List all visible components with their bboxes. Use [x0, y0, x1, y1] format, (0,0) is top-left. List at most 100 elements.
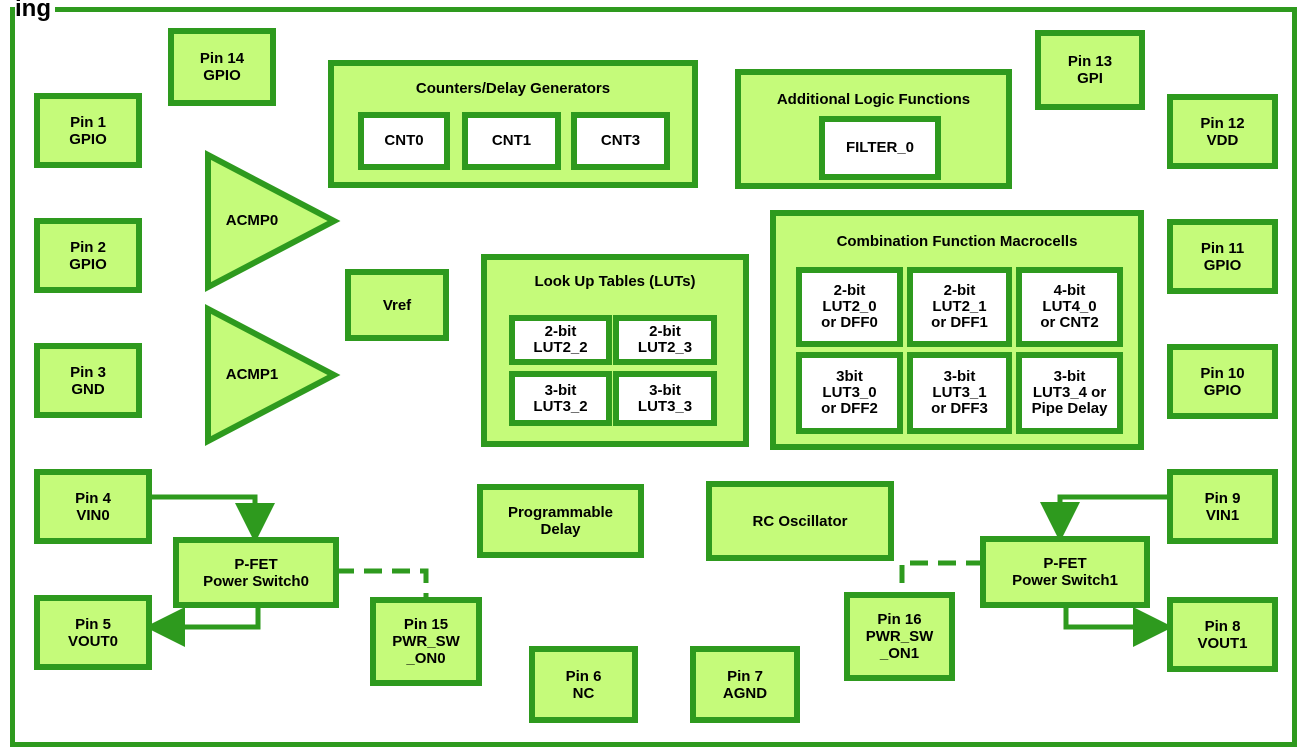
lut2-2-line1: 2-bit	[544, 323, 577, 340]
cfm-lut2-1-line2: LUT2_1	[932, 298, 987, 315]
pin-7: Pin 7 AGND	[690, 646, 800, 723]
lut3-2-line1: 3-bit	[544, 381, 577, 399]
pin-1-number: Pin 1	[70, 113, 106, 131]
pin-1-function: GPIO	[69, 130, 107, 148]
pin-12: Pin 12 VDD	[1167, 94, 1278, 169]
wire-pfet0-to-pin5	[145, 604, 261, 647]
cfm-lut3-1: 3-bit LUT3_1 or DFF3	[907, 352, 1012, 434]
pfet0-line1: P-FET	[234, 555, 278, 573]
pin-5: Pin 5 VOUT0	[34, 595, 152, 670]
pin-3-function: GND	[71, 380, 105, 398]
pin-16-function-2: _ON1	[879, 645, 920, 662]
acmp1-triangle	[205, 304, 341, 446]
cfm-lut3-4-line2: LUT3_4 or	[1032, 384, 1107, 401]
pfet1-line1: P-FET	[1043, 555, 1087, 572]
pin-13-number: Pin 13	[1067, 53, 1113, 70]
lut3-3: 3-bit LUT3_3	[613, 371, 717, 426]
pin-11-function: GPIO	[1203, 256, 1242, 274]
pfet0-line2: Power Switch0	[203, 572, 309, 590]
pin-7-number: Pin 7	[727, 667, 763, 685]
look-up-tables: Look Up Tables (LUTs) 2-bit LUT2_2 2-bit…	[481, 254, 749, 447]
cfm-lut4-0-line3: or CNT2	[1040, 314, 1099, 331]
pin-9: Pin 9 VIN1	[1167, 469, 1278, 544]
rc-oscillator: RC Oscillator	[706, 481, 894, 561]
wire-pfet1-to-pin8	[1063, 604, 1173, 647]
pin-6-number: Pin 6	[565, 667, 602, 685]
pin-4-function: VIN0	[76, 506, 110, 524]
prog-delay-line1: Programmable	[507, 504, 614, 521]
pin-13-function: GPI	[1077, 70, 1103, 87]
pin-13: Pin 13 GPI	[1035, 30, 1145, 110]
counters-delay-generators: Counters/Delay Generators CNT0 CNT1 CNT3	[328, 60, 698, 188]
cfm-lut2-0-line3: or DFF0	[821, 314, 878, 331]
cfm-lut3-0-line1: 3bit	[836, 368, 863, 385]
pin-4-number: Pin 4	[75, 489, 111, 507]
pin-1: Pin 1 GPIO	[34, 93, 142, 168]
pin-2-number: Pin 2	[70, 238, 106, 256]
pin-12-function: VDD	[1206, 131, 1239, 149]
pin-15: Pin 15 PWR_SW _ON0	[370, 597, 482, 686]
pin-5-function: VOUT0	[67, 632, 118, 650]
cfm-lut2-0-line1: 2-bit	[833, 282, 866, 299]
vref: Vref	[345, 269, 449, 341]
cfm-lut3-1-line2: LUT3_1	[932, 384, 987, 401]
cfm-lut3-1-line1: 3-bit	[943, 368, 976, 385]
cfm-lut4-0-line1: 4-bit	[1053, 282, 1086, 299]
pin-7-function: AGND	[722, 684, 768, 702]
diagram-title: ing	[15, 0, 55, 21]
pin-9-function: VIN1	[1205, 506, 1240, 524]
cnt0: CNT0	[358, 112, 450, 170]
cfm-lut2-0: 2-bit LUT2_0 or DFF0	[796, 267, 903, 347]
cfm-lut2-1-line3: or DFF1	[931, 314, 988, 331]
pin-3-number: Pin 3	[70, 363, 106, 381]
lut3-3-line1: 3-bit	[649, 381, 681, 399]
pin-3: Pin 3 GND	[34, 343, 142, 418]
lut3-3-line2: LUT3_3	[637, 397, 693, 415]
lut3-2-line2: LUT3_2	[533, 397, 588, 415]
acmp0-label: ACMP0	[225, 212, 279, 229]
pin-15-function: PWR_SW	[392, 633, 460, 650]
pin-11: Pin 11 GPIO	[1167, 219, 1278, 294]
additional-logic-functions: Additional Logic Functions FILTER_0	[735, 69, 1012, 189]
pin-8-number: Pin 8	[1204, 617, 1241, 635]
wire-pin9-to-pfet1	[1040, 494, 1175, 542]
combination-function-macrocells: Combination Function Macrocells 2-bit LU…	[770, 210, 1144, 450]
filter-0: FILTER_0	[819, 116, 941, 180]
logic-title: Additional Logic Functions	[776, 91, 971, 108]
pin-6: Pin 6 NC	[529, 646, 638, 723]
lut2-3-line1: 2-bit	[649, 323, 681, 340]
pin-16-function: PWR_SW	[865, 628, 934, 645]
pin-15-function-2: _ON0	[406, 650, 446, 667]
lut3-2: 3-bit LUT3_2	[509, 371, 612, 426]
cnt1: CNT1	[462, 112, 561, 170]
cfm-lut2-0-line2: LUT2_0	[822, 298, 877, 315]
pin-10-function: GPIO	[1203, 381, 1242, 399]
pin-5-number: Pin 5	[75, 615, 111, 633]
pin-11-number: Pin 11	[1200, 239, 1245, 257]
pin-14: Pin 14 GPIO	[168, 28, 276, 106]
pin-8-function: VOUT1	[1197, 634, 1248, 652]
pin-8: Pin 8 VOUT1	[1167, 597, 1278, 672]
cnt3: CNT3	[571, 112, 670, 170]
pin-2-function: GPIO	[69, 255, 107, 273]
pin-15-number: Pin 15	[403, 616, 449, 633]
luts-title: Look Up Tables (LUTs)	[534, 273, 696, 290]
acmp1-label: ACMP1	[225, 366, 279, 383]
cfm-lut3-4: 3-bit LUT3_4 or Pipe Delay	[1016, 352, 1123, 434]
pin-10-number: Pin 10	[1200, 364, 1245, 382]
wire-pin4-to-pfet0	[152, 494, 275, 543]
programmable-delay: Programmable Delay	[477, 484, 644, 558]
cfm-lut2-1-line1: 2-bit	[943, 282, 976, 299]
pin-2: Pin 2 GPIO	[34, 218, 142, 293]
wire-pfet0-to-pin15-dashed	[336, 568, 429, 599]
lut2-3-line2: LUT2_3	[637, 339, 693, 356]
pin-12-number: Pin 12	[1200, 114, 1245, 132]
lut2-2: 2-bit LUT2_2	[509, 315, 612, 365]
cfm-title: Combination Function Macrocells	[836, 233, 1078, 250]
pfet-power-switch-0: P-FET Power Switch0	[173, 537, 339, 608]
pin-14-number: Pin 14	[199, 50, 245, 67]
pin-6-function: NC	[572, 684, 595, 702]
prog-delay-line2: Delay	[540, 521, 581, 538]
cfm-lut3-0-line2: LUT3_0	[822, 384, 877, 401]
cfm-lut2-1: 2-bit LUT2_1 or DFF1	[907, 267, 1012, 347]
